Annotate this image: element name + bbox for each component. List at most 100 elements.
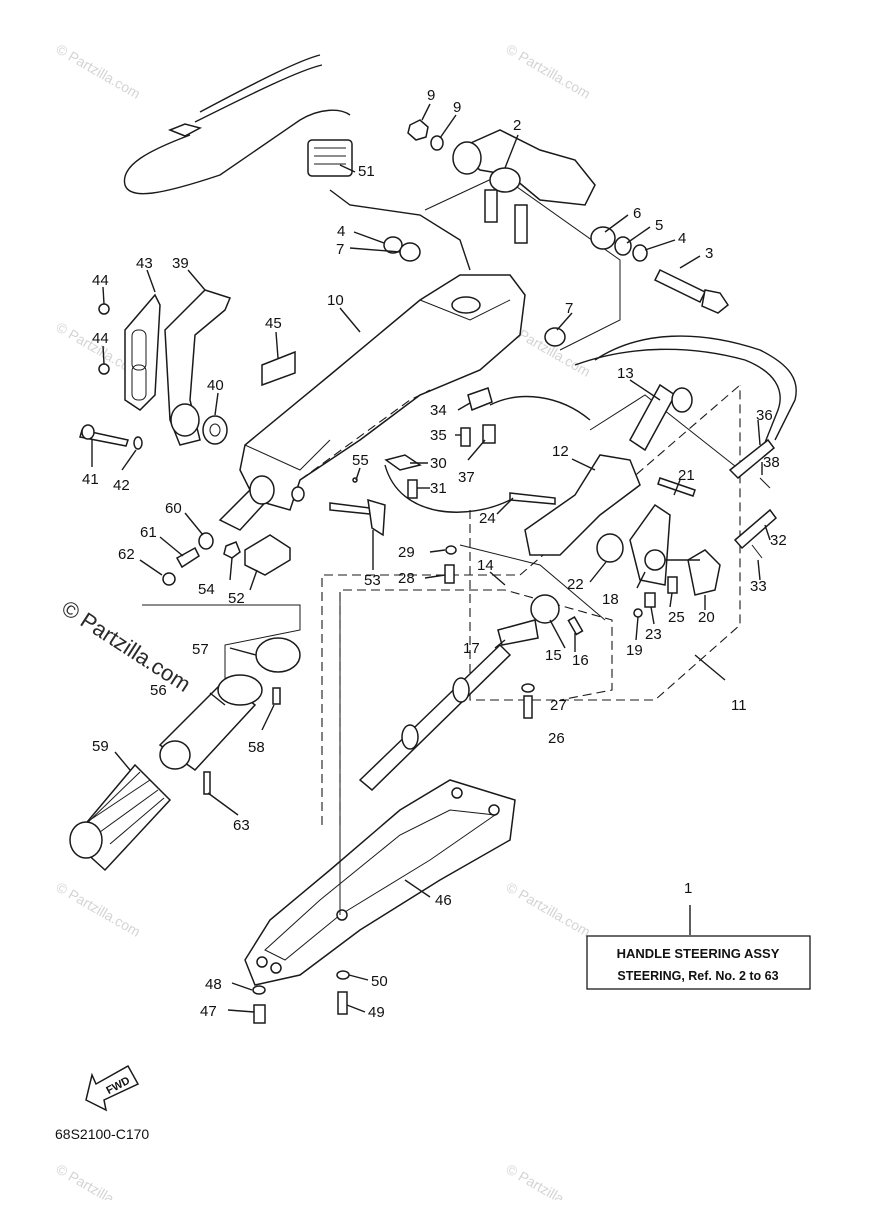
- fwd-arrow-icon: [85, 1064, 140, 1112]
- tiller-ridge: [419, 299, 511, 321]
- bushing-40-bore: [209, 423, 221, 437]
- callout-39: 39: [172, 255, 189, 272]
- bottom-plate-assembly: [244, 600, 516, 1024]
- callout-4: 4: [678, 230, 686, 247]
- legend-ref-number: 1: [684, 880, 692, 897]
- callout-25: 25: [668, 609, 685, 626]
- callout-55: 55: [352, 452, 369, 469]
- callout-34: 34: [430, 402, 447, 419]
- callout-3: 3: [705, 245, 713, 262]
- bracket-12: [524, 454, 641, 556]
- nut-54: [223, 541, 241, 559]
- callout-56: 56: [150, 682, 167, 699]
- callout-32: 32: [770, 532, 787, 549]
- cable-loop: [123, 109, 351, 195]
- shift-rod: [358, 643, 512, 792]
- lever-group-outline: [589, 394, 741, 471]
- switch-fins: [314, 147, 346, 165]
- clip-33: [751, 544, 763, 559]
- legend-title: HANDLE STEERING ASSY: [617, 946, 780, 961]
- cable-right-loop: [594, 335, 797, 441]
- bushing-22: [596, 533, 624, 563]
- watermark-text: © Partzilla.com: [54, 1161, 144, 1200]
- callout-42: 42: [113, 477, 130, 494]
- cable-a: [199, 54, 321, 113]
- washer-4: [632, 244, 648, 262]
- callout-33: 33: [750, 578, 767, 595]
- collar-52: [244, 534, 291, 576]
- callout-27: 27: [550, 697, 567, 714]
- callout-58: 58: [248, 739, 265, 756]
- left-side-parts: [79, 289, 296, 450]
- cable-connector: [167, 123, 203, 137]
- callout-51: 51: [358, 163, 375, 180]
- pin-53-head: [367, 498, 386, 537]
- lever-18: [629, 503, 671, 586]
- callout-52: 52: [228, 590, 245, 607]
- gear-15: [530, 594, 560, 624]
- grip-59-ribs: [79, 771, 165, 845]
- callout-40: 40: [207, 377, 224, 394]
- shift-lever-assembly: [358, 383, 778, 792]
- steering-bracket: [452, 129, 596, 244]
- bracket-group-outline: [424, 174, 621, 351]
- callout-35: 35: [430, 427, 447, 444]
- callout-31: 31: [430, 480, 447, 497]
- callout-20: 20: [698, 609, 715, 626]
- screw-49: [337, 991, 348, 1015]
- screw-63: [203, 771, 211, 795]
- callout-41: 41: [82, 471, 99, 488]
- plug-60: [198, 532, 214, 550]
- callout-62: 62: [118, 546, 135, 563]
- bushing-40: [202, 415, 228, 445]
- callout-50: 50: [371, 973, 388, 990]
- grip-group-outline: [142, 604, 301, 685]
- legend-box: [586, 935, 811, 990]
- detent-23: [644, 592, 656, 608]
- arm-13-gear: [671, 387, 693, 413]
- callout-7-left: 7: [336, 241, 344, 258]
- callout-60: 60: [165, 500, 182, 517]
- connector-37: [482, 424, 496, 444]
- callout-30: 30: [430, 455, 447, 472]
- callout-38: 38: [763, 454, 780, 471]
- ball-19: [633, 608, 643, 618]
- watermark-text: © Partzilla.com: [504, 41, 594, 102]
- watermark-text: © Partzilla.com: [54, 879, 144, 940]
- plate-hole: [451, 787, 463, 799]
- callout-4-left: 4: [337, 223, 345, 240]
- bushing-7-left: [399, 242, 421, 262]
- callout-54: 54: [198, 581, 215, 598]
- callout-13: 13: [617, 365, 634, 382]
- callout-18: 18: [602, 591, 619, 608]
- friction-group-outline: [459, 544, 606, 621]
- washer-48: [252, 985, 266, 995]
- washer-8: [430, 135, 444, 151]
- label-45: [261, 350, 296, 387]
- callout-63: 63: [233, 817, 250, 834]
- watermark-text: © Partzilla.com: [504, 1161, 594, 1200]
- callout-17: 17: [463, 640, 480, 657]
- screw-31: [407, 479, 418, 499]
- rod-collar-2: [401, 724, 419, 750]
- plate-hole: [488, 804, 500, 816]
- plate-slot-2: [131, 364, 147, 401]
- callout-59: 59: [92, 738, 109, 755]
- plate-hole: [256, 956, 268, 968]
- bracket-boss: [452, 141, 482, 175]
- callout-7-right: 7: [565, 300, 573, 317]
- callout-16: 16: [572, 652, 589, 669]
- callout-11: 11: [731, 697, 747, 714]
- callout-5: 5: [655, 217, 663, 234]
- callout-44-upper: 44: [92, 272, 109, 289]
- tiller-hidden-line: [299, 389, 431, 481]
- plate-43: [124, 293, 161, 411]
- washer-4-left: [383, 236, 403, 254]
- spring-25: [667, 576, 678, 594]
- plate-hole: [270, 962, 282, 974]
- washer-62: [162, 572, 176, 586]
- tiller-pivot-hole: [451, 296, 481, 314]
- callout-28: 28: [398, 570, 415, 587]
- callout-labels: 9 9 2 3 4 5 6 51 4 7 7 10 11 12 13 14 15…: [82, 87, 787, 1021]
- tiller-housing: [239, 274, 526, 511]
